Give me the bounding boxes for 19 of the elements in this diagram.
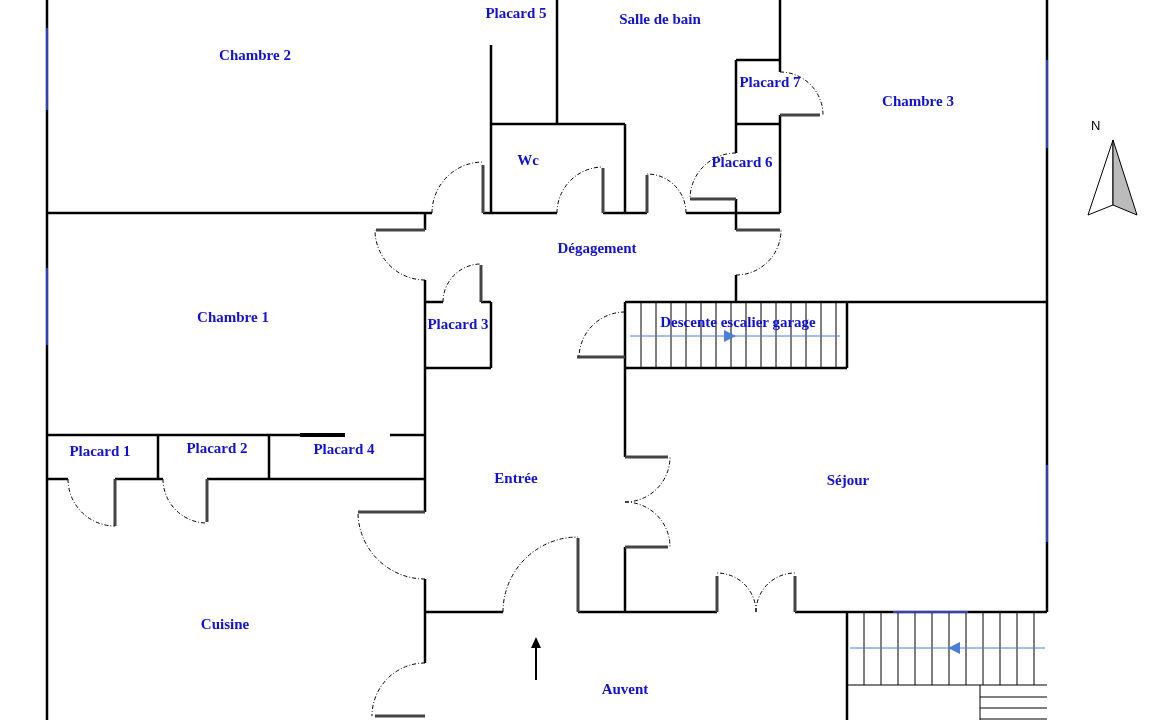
- room-name: Chambre 3: [882, 92, 954, 110]
- room-name: Entrée: [494, 469, 538, 487]
- room-name: Placard 2: [186, 439, 248, 457]
- room-name: Placard 6: [711, 153, 773, 171]
- room-name: Séjour: [826, 471, 870, 489]
- room-name: Chambre 1: [197, 308, 269, 326]
- room-name: Placard 4: [313, 440, 375, 458]
- room-name: Dégagement: [557, 239, 637, 257]
- room-name: Placard 5: [485, 4, 547, 22]
- compass-letter: N: [1091, 118, 1101, 133]
- room-name: Cuisine: [200, 615, 250, 633]
- room-name: Placard 7: [739, 73, 801, 91]
- room-name: Chambre 2: [219, 46, 291, 64]
- room-name: Descente escalier garage: [660, 313, 816, 331]
- room-name: Auvent: [601, 680, 649, 698]
- room-name: Salle de bain: [619, 10, 701, 28]
- room-name: Placard 3: [427, 315, 489, 333]
- room-name: Placard 1: [69, 442, 131, 460]
- room-name: Wc: [517, 151, 539, 169]
